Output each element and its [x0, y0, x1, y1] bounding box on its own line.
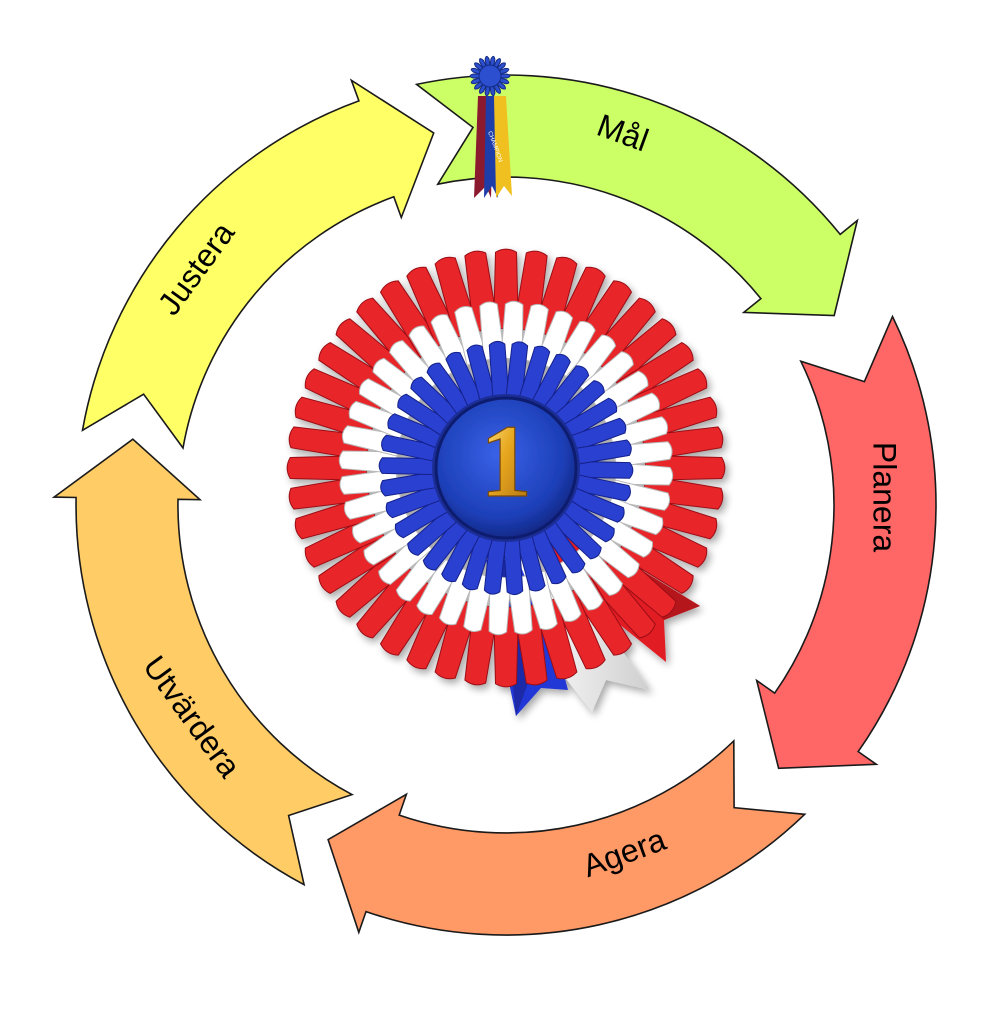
rosette-petal — [539, 518, 586, 574]
rosette-petal — [574, 460, 634, 479]
rosette-petal — [385, 483, 445, 519]
rosette-petal — [381, 434, 441, 463]
rosette-petal — [566, 486, 625, 523]
rosette-petal — [407, 507, 460, 556]
arrow-mal — [414, 74, 859, 317]
rosette-petal — [394, 495, 451, 539]
rosette-petal — [426, 362, 473, 418]
rosette-petal — [571, 473, 631, 502]
rosette-petal — [552, 380, 605, 429]
rosette-petal — [359, 378, 418, 424]
rosette-petal — [483, 535, 507, 595]
rosette-number: 1 — [480, 404, 532, 519]
rosette-petal — [515, 532, 546, 592]
rosette-petal — [397, 393, 453, 438]
rosette-petal — [378, 457, 438, 476]
rosette-petal — [488, 340, 510, 400]
rosette-petal — [567, 417, 627, 453]
rosette-petal — [410, 376, 462, 427]
rosette-petal — [380, 470, 440, 497]
rosette-petal — [572, 439, 632, 466]
arrow-utvardera — [51, 438, 355, 887]
rosette-petal — [530, 353, 571, 411]
arrow-planera — [755, 314, 937, 770]
rosette-petal — [527, 526, 567, 585]
rosette-petal — [518, 345, 551, 405]
rosette-inner-ring — [378, 340, 634, 596]
rosette-petal — [445, 351, 485, 410]
rosette-petal — [372, 357, 429, 409]
rosette-petal — [594, 512, 653, 558]
rosette-petal — [466, 344, 497, 404]
rosette-petal — [561, 397, 618, 441]
rosette-petal — [505, 341, 529, 401]
champion-ribbon-icon: CHAMPION — [469, 55, 512, 198]
step-label-planera: Planera — [867, 442, 903, 553]
rosette-petal — [550, 509, 602, 560]
rosette-petal — [570, 541, 623, 596]
rosette-petal — [583, 527, 640, 579]
rosette-petal — [559, 498, 615, 543]
rosette-petal — [502, 536, 524, 596]
arrow-agera — [327, 739, 807, 936]
rosette-petal — [461, 531, 494, 591]
rosette-middle-ring — [338, 300, 674, 636]
first-place-rosette-icon: 1 — [286, 248, 726, 716]
rosette-petal — [389, 340, 442, 395]
rosette-petal — [441, 525, 482, 583]
cycle-arrows — [51, 74, 937, 936]
arrow-justera — [81, 78, 435, 450]
rosette-petal — [387, 413, 446, 450]
rosette-petal — [422, 516, 470, 571]
rosette-petal — [542, 365, 590, 420]
